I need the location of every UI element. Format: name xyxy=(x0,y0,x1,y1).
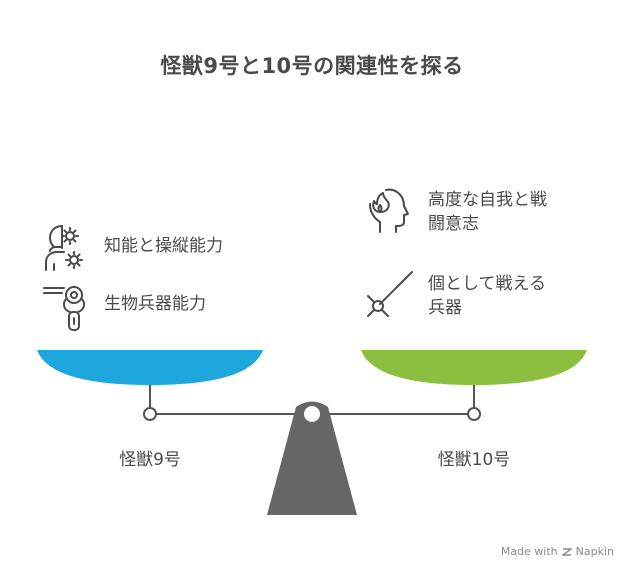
brain-gear-icon xyxy=(45,225,83,271)
left-item-intelligence: 知能と操縦能力 xyxy=(104,236,223,256)
left-joint xyxy=(143,407,157,421)
left-side-label: 怪獣9号 xyxy=(119,450,181,470)
right-joint xyxy=(467,407,481,421)
left-pan xyxy=(37,350,263,385)
head-fire-icon xyxy=(369,188,409,233)
right-pan xyxy=(361,350,587,385)
napkin-watermark[interactable]: Made with Napkin xyxy=(501,545,614,558)
bio-weapon-icon xyxy=(43,286,86,331)
right-side-label: 怪獣10号 xyxy=(437,450,511,470)
right-item-weapon: 個として戦える 兵器 xyxy=(428,274,546,318)
sword-icon xyxy=(367,271,413,317)
right-item-ego: 高度な自我と戦 闘意志 xyxy=(428,190,547,234)
watermark-brand: Napkin xyxy=(575,545,614,558)
left-item-bioweapon: 生物兵器能力 xyxy=(104,294,206,314)
diagram-title: 怪獣9号と10号の関連性を探る xyxy=(160,54,464,78)
fulcrum xyxy=(267,401,357,515)
watermark-made-with: Made with xyxy=(500,545,558,558)
pivot xyxy=(302,404,322,424)
napkin-logo-icon xyxy=(561,547,572,556)
